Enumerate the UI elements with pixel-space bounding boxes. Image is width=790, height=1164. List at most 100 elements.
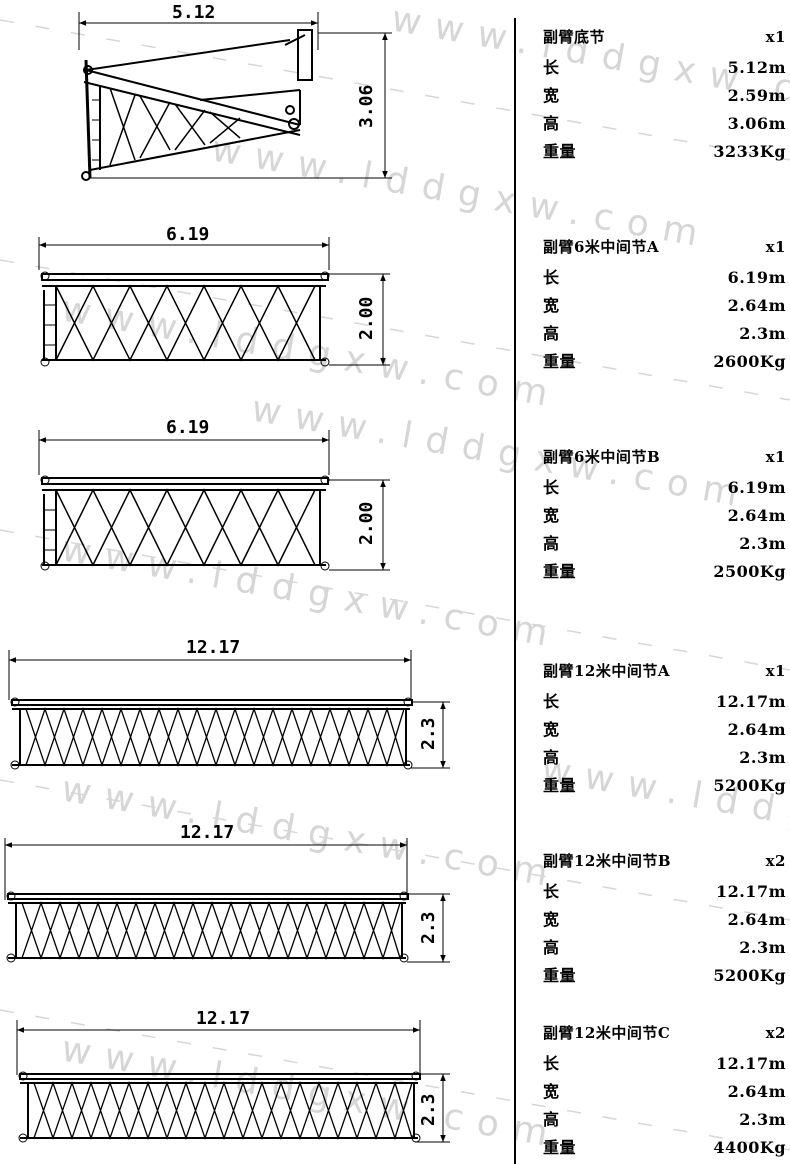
spec-label: 高	[543, 114, 560, 133]
spec-value: 2.3m	[739, 534, 786, 553]
spec-quantity: x1	[765, 238, 786, 256]
spec-value: 5.12m	[727, 58, 786, 77]
section-6m-b-height-label: 2.00	[356, 502, 377, 545]
spec-value: 3.06m	[727, 114, 786, 133]
spec-value: 5200Kg	[713, 966, 786, 985]
spec-value: 2.64m	[727, 720, 786, 739]
spec-row-length: 长 12.17m	[543, 1050, 786, 1078]
spec-row-width: 宽 2.64m	[543, 906, 786, 934]
spec-value: 3233Kg	[713, 142, 786, 161]
section-6m-a-drawing: 6.19 2.00	[38, 224, 390, 367]
spec-title-row: 副臂12米中间节C x2	[543, 1022, 786, 1050]
section-12m-a-height-label: 2.3	[418, 717, 439, 750]
base-section-height-label: 3.06	[356, 85, 377, 128]
spec-row-width: 宽 2.64m	[543, 1078, 786, 1106]
spec-value: 2.3m	[739, 938, 786, 957]
spec-value: 2.64m	[727, 910, 786, 929]
spec-label: 宽	[543, 296, 560, 315]
section-12m-c-height-label: 2.3	[418, 1093, 439, 1126]
spec-value: 2.59m	[727, 86, 786, 105]
spec-row-weight: 重量 5200Kg	[543, 962, 786, 990]
spec-label: 长	[543, 268, 560, 287]
spec-name: 副臂12米中间节C	[543, 1024, 671, 1042]
spec-label: 长	[543, 58, 560, 77]
spec-value: 4400Kg	[713, 1138, 786, 1157]
spec-label: 重量	[543, 352, 577, 371]
spec-title-row: 副臂6米中间节A x1	[543, 236, 786, 264]
watermark-text: www.lddgxw.com	[58, 768, 564, 896]
section-12m-b-height-label: 2.3	[418, 911, 439, 944]
spec-label: 宽	[543, 86, 560, 105]
spec-label: 宽	[543, 720, 560, 739]
spec-value: 6.19m	[727, 268, 786, 287]
spec-label: 宽	[543, 910, 560, 929]
section-12m-c-drawing: 12.17 2.3	[16, 1008, 450, 1143]
base-section-length-label: 5.12	[172, 2, 215, 23]
spec-name: 副臂12米中间节B	[543, 852, 672, 870]
spec-row-height: 高 2.3m	[543, 530, 786, 558]
spec-name: 副臂6米中间节B	[543, 448, 661, 466]
spec-row-height: 高 3.06m	[543, 110, 786, 138]
spec-label: 高	[543, 748, 560, 767]
spec-value: 2.3m	[739, 748, 786, 767]
section-12m-a-length-label: 12.17	[186, 637, 240, 658]
spec-label: 高	[543, 1110, 560, 1129]
spec-row-length: 长 6.19m	[543, 264, 786, 292]
spec-name: 副臂底节	[543, 28, 606, 46]
spec-quantity: x1	[765, 662, 786, 680]
spec-title-row: 副臂12米中间节A x1	[543, 660, 786, 688]
spec-title-row: 副臂底节 x1	[543, 26, 786, 54]
spec-value: 12.17m	[715, 692, 786, 711]
section-6m-b-length-label: 6.19	[166, 417, 209, 438]
base-section-drawing: 5.12 3.06	[78, 2, 392, 181]
spec-row-weight: 重量 4400Kg	[543, 1134, 786, 1162]
section-6m-a-length-label: 6.19	[166, 224, 209, 245]
spec-label: 长	[543, 1054, 560, 1073]
spec-label: 长	[543, 692, 560, 711]
spec-value: 2.64m	[727, 1082, 786, 1101]
spec-label: 高	[543, 534, 560, 553]
spec-quantity: x2	[765, 1024, 786, 1042]
spec-label: 高	[543, 324, 560, 343]
spec-label: 宽	[543, 506, 560, 525]
spec-row-width: 宽 2.64m	[543, 716, 786, 744]
spec-label: 重量	[543, 1138, 577, 1157]
spec-title-row: 副臂6米中间节B x1	[543, 446, 786, 474]
section-12m-b-length-label: 12.17	[180, 822, 234, 843]
spec-row-weight: 重量 2600Kg	[543, 348, 786, 376]
spec-quantity: x2	[765, 852, 786, 870]
spec-value: 5200Kg	[713, 776, 786, 795]
spec-label: 长	[543, 478, 560, 497]
section-12m-b-drawing: 12.17 2.3	[4, 822, 450, 963]
spec-value: 12.17m	[715, 882, 786, 901]
spec-label: 重量	[543, 562, 577, 581]
vertical-divider	[514, 18, 516, 1164]
spec-quantity: x1	[765, 448, 786, 466]
spec-row-width: 宽 2.59m	[543, 82, 786, 110]
spec-value: 2.64m	[727, 506, 786, 525]
section-6m-a-height-label: 2.00	[356, 297, 377, 340]
spec-name: 副臂6米中间节A	[543, 238, 660, 256]
spec-section-6m-b: 副臂6米中间节B x1 长 6.19m 宽 2.64m 高 2.3m 重量 2500Kg	[543, 446, 786, 586]
spec-value: 2600Kg	[713, 352, 786, 371]
spec-row-height: 高 2.3m	[543, 744, 786, 772]
spec-name: 副臂12米中间节A	[543, 662, 671, 680]
spec-label: 重量	[543, 966, 577, 985]
spec-value: 6.19m	[727, 478, 786, 497]
spec-title-row: 副臂12米中间节B x2	[543, 850, 786, 878]
spec-value: 2500Kg	[713, 562, 786, 581]
spec-row-width: 宽 2.64m	[543, 502, 786, 530]
spec-row-weight: 重量 2500Kg	[543, 558, 786, 586]
spec-label: 宽	[543, 1082, 560, 1101]
spec-value: 12.17m	[715, 1054, 786, 1073]
